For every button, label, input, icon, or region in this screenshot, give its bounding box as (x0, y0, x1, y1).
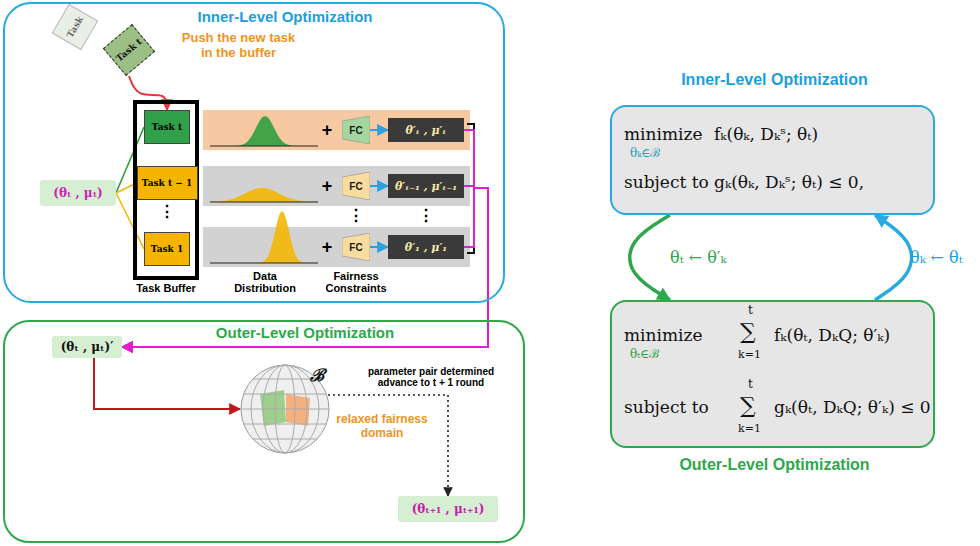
data-distribution-curve (210, 116, 318, 146)
node-text: θₖ∈ℬ (630, 147, 660, 161)
node-text: minimize (624, 125, 703, 145)
node-text: FC (349, 125, 362, 136)
node-text: Task 1 (151, 244, 183, 254)
edge-label: θₜ ← θ′ₖ (670, 248, 726, 267)
connector (122, 188, 488, 347)
connector (875, 215, 911, 300)
node-text: t (748, 304, 753, 318)
globe-parallel (253, 439, 317, 440)
trapezoid-shape (342, 116, 370, 144)
node-text: θₜ∈ℬ (630, 348, 659, 362)
outer-level-panel: Outer-Level Optimization (θₜ , μₜ)′ ℬ (θₜ₊₁… (3, 320, 525, 543)
node-text: ℬ (306, 366, 328, 386)
node-text: gₖ(θₜ, DₖQ; θ′ₖ) ≤ 0 (774, 398, 931, 418)
connector (328, 395, 448, 496)
task-box: Task t − 1 (137, 166, 198, 200)
incoming-task-card: Task (52, 4, 98, 50)
annotation-label: parameter pair determined advance to t +… (356, 366, 506, 388)
node-text: Task Buffer (123, 282, 209, 295)
parameter-output: θ′₁ , μ′₁ (388, 235, 464, 259)
task-band (203, 227, 470, 267)
annotation-label: + (318, 120, 336, 141)
distribution-baseline (210, 201, 318, 202)
connector (370, 185, 388, 187)
node-text: θ′ₜ₋₁ , μ′ₜ₋₁ (395, 180, 457, 193)
node-text: k=1 (738, 349, 761, 362)
node-text: Outer-Level Optimization (165, 324, 445, 341)
connector (116, 193, 144, 249)
node-text: fₖ(θₖ, Dₖˢ; θₜ) (714, 125, 818, 145)
node-text: Task t (152, 122, 182, 132)
parameter-pair: (θₜ , μₜ) (40, 180, 116, 206)
node-text: ∑ (740, 393, 756, 418)
connector (370, 129, 388, 131)
node-text: fₖ(θₜ, DₖQ; θ′ₖ) (774, 326, 890, 346)
annotation-label: + (318, 176, 336, 197)
new-task-card: Task t (103, 24, 155, 76)
annotation-label: ⋮ (157, 202, 177, 221)
node-text: FC (349, 242, 362, 253)
task-band (203, 166, 470, 206)
distribution-baseline (210, 262, 318, 263)
parameter-pair: (θₜ , μₜ)′ (52, 336, 122, 358)
fairness-constraint: FC (342, 233, 370, 261)
node-text: Task t (114, 36, 144, 63)
connector (122, 186, 488, 347)
annotation-label: relaxed fairness domain (332, 412, 432, 440)
node-text: Task (65, 15, 85, 40)
globe-parallel (241, 409, 329, 410)
connector (370, 246, 388, 248)
node-text: Task t − 1 (142, 178, 192, 188)
node-text: θ′ₜ , μ′ₜ (406, 124, 447, 137)
merge-bracket (467, 124, 474, 253)
node-text: minimize (624, 326, 703, 346)
annotation-label: Data Distribution (228, 270, 302, 294)
node-text: Inner-Level Optimization (612, 71, 937, 89)
node-text: (θₜ₊₁ , μₜ₊₁) (412, 502, 485, 516)
task-band (203, 110, 470, 150)
globe-outline (241, 365, 329, 453)
trapezoid-shape (342, 172, 370, 200)
parameter-pair: (θₜ₊₁ , μₜ₊₁) (398, 496, 498, 522)
parameter-output: θ′ₜ , μ′ₜ (388, 118, 464, 142)
annotation-label: ⋮ (346, 206, 366, 225)
edge-label: θₖ ← θₜ (910, 248, 963, 267)
node-text: subject to (624, 398, 709, 418)
trapezoid-shape (342, 233, 370, 261)
node-text: subject to gₖ(θₖ, Dₖˢ; θₜ) ≤ 0, (624, 173, 864, 193)
node-text: (θₜ , μₜ)′ (61, 340, 114, 354)
fairness-domain-globe: ℬ (240, 364, 330, 454)
annotation-label: + (318, 237, 336, 258)
annotation-label: ⋮ (416, 206, 436, 225)
node-text: k=1 (738, 423, 761, 436)
node-text: Outer-Level Optimization (612, 456, 937, 474)
globe-parallel (244, 394, 327, 395)
node-text: t (748, 378, 753, 392)
inner-objective-box: Inner-Level Optimizationminimizeθₖ∈ℬfₖ(θ… (610, 105, 935, 215)
fairness-constraint: FC (342, 116, 370, 144)
node-text: ∑ (740, 319, 756, 344)
distribution-baseline (210, 145, 318, 146)
fairness-constraint: FC (342, 172, 370, 200)
data-distribution-curve (210, 211, 318, 263)
connector (630, 215, 670, 300)
outer-objective-box: minimizeθₜ∈ℬt∑k=1fₖ(θₜ, DₖQ; θ′ₖ)subject… (610, 300, 935, 448)
node-text: (θₜ , μₜ) (53, 186, 103, 200)
node-text: Inner-Level Optimization (125, 8, 445, 25)
annotation-label: Fairness Constraints (316, 270, 396, 294)
node-text: FC (349, 181, 362, 192)
annotation-label: Push the new task in the buffer (176, 30, 301, 60)
illustration (203, 110, 474, 267)
globe-parallel (253, 379, 317, 380)
data-distribution-curve (210, 188, 318, 202)
connector (94, 358, 240, 409)
task-buffer: Task BufferTask tTask t − 1Task 1 (133, 100, 199, 280)
node-text: θ′₁ , μ′₁ (405, 241, 447, 254)
globe-parallel (244, 424, 327, 425)
task-box: Task t (144, 110, 190, 144)
connector (122, 130, 488, 347)
task-box: Task 1 (144, 232, 190, 266)
parameter-output: θ′ₜ₋₁ , μ′ₜ₋₁ (388, 174, 464, 198)
